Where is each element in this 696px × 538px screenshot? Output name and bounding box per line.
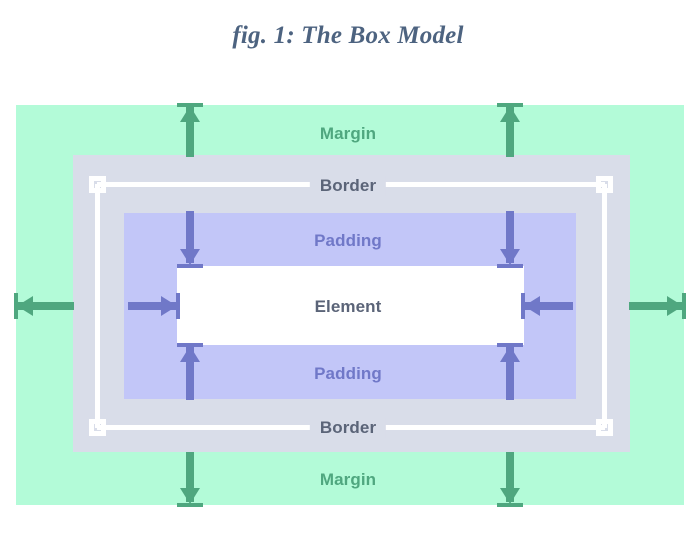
- padding-arrow-right-icon: [521, 292, 573, 320]
- label-margin-bottom: Margin: [319, 470, 377, 489]
- margin-arrow-left-icon: [14, 292, 74, 320]
- label-border-top: Border: [309, 176, 387, 196]
- label-padding-top: Padding: [314, 231, 382, 250]
- padding-arrow-left-icon: [128, 292, 180, 320]
- border-guide-line-right: [602, 184, 607, 428]
- corner-handle-bottom-right-icon: [596, 419, 613, 436]
- margin-arrow-bottom-left-icon: [176, 452, 204, 507]
- label-padding-bottom: Padding: [314, 364, 382, 383]
- padding-arrow-top-left-icon: [176, 211, 204, 269]
- margin-arrow-right-icon: [629, 292, 686, 320]
- label-element: Element: [314, 297, 382, 316]
- corner-handle-bottom-left-icon: [89, 419, 106, 436]
- corner-handle-top-right-icon: [596, 176, 613, 193]
- margin-arrow-top-right-icon: [496, 103, 524, 157]
- padding-arrow-bottom-left-icon: [176, 343, 204, 400]
- border-guide-line-left: [95, 184, 100, 428]
- figure-title: fig. 1: The Box Model: [232, 22, 464, 49]
- corner-handle-top-left-icon: [89, 176, 106, 193]
- margin-arrow-top-left-icon: [176, 103, 204, 157]
- label-margin-top: Margin: [319, 124, 377, 143]
- padding-arrow-bottom-right-icon: [496, 343, 524, 400]
- padding-arrow-top-right-icon: [496, 211, 524, 269]
- margin-arrow-bottom-right-icon: [496, 452, 524, 507]
- label-border-bottom: Border: [309, 418, 387, 438]
- element-box: [177, 266, 524, 345]
